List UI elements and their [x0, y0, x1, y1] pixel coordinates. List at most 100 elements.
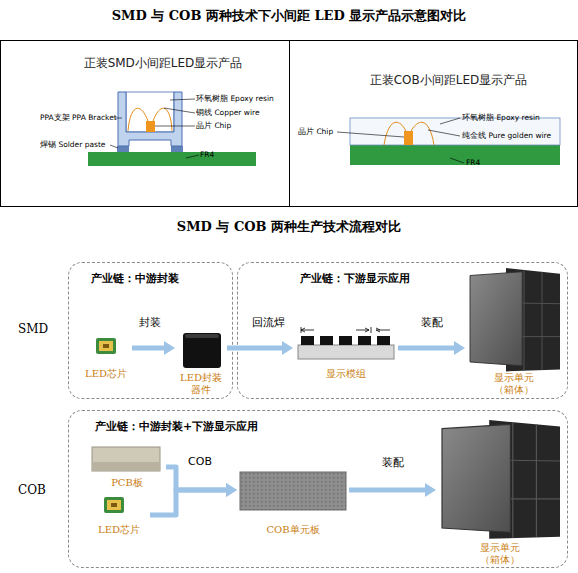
flow-item: LED芯片 — [80, 335, 132, 380]
callout-label: 环氧树脂 Epoxy resin — [196, 94, 274, 104]
box-heading: 产业链：下游显示应用 — [238, 263, 567, 286]
flow-arrow — [150, 483, 237, 515]
flow-arrow — [166, 467, 237, 497]
leader-line — [428, 130, 460, 136]
callout-label: FR4 — [466, 158, 480, 167]
flow-item: 显示模组 — [293, 318, 398, 380]
leader-line — [450, 158, 464, 163]
chain-group: 产业链：中游封装+下游显示应用 PCB板 LED芯片 COB单元板显示单元 （箱体） — [68, 410, 568, 568]
item-caption: LED芯片 — [85, 368, 127, 380]
item-caption: 显示单元 （箱体） — [480, 542, 520, 566]
copper-wire — [128, 108, 148, 131]
module-led — [320, 336, 333, 345]
fr4-board — [88, 152, 256, 166]
gold-wire — [411, 122, 434, 145]
led-chip-icon — [107, 500, 121, 510]
edge-label: 装配 — [421, 315, 443, 330]
led-package — [183, 333, 221, 368]
box-heading: 产业链：中游封装+下游显示应用 — [69, 411, 567, 434]
arrow-head — [454, 341, 465, 355]
leader-line — [337, 132, 404, 137]
product-panel: 正装SMD小间距LED显示产品 — [0, 40, 290, 207]
arrow-shaft — [150, 490, 227, 515]
led-package — [185, 334, 219, 338]
arrow-head — [164, 341, 175, 355]
arrow-shaft — [349, 488, 426, 493]
item-caption: PCB板 — [111, 477, 143, 489]
fr4-board — [350, 145, 560, 165]
callout-label: PPA支架 PPA Bracket — [40, 113, 117, 123]
pcb-image — [92, 462, 160, 471]
module-board — [298, 345, 394, 359]
epoxy-resin — [350, 118, 560, 145]
leader-line — [164, 108, 195, 113]
flow-item: 显示单元 （箱体） — [436, 416, 564, 566]
led-chip-icon — [96, 338, 116, 354]
led-chip-icon — [103, 344, 109, 348]
flow-arrow — [349, 483, 436, 497]
arrow-head — [282, 341, 293, 355]
flow-arrow — [398, 341, 465, 355]
box-heading: 正装SMD小间距LED显示产品 — [1, 41, 289, 72]
arrow-shaft — [398, 346, 455, 351]
led-chip-icon — [111, 503, 117, 507]
arrow-shaft — [166, 467, 227, 490]
edge-label: COB — [188, 455, 212, 468]
arrow-head — [226, 483, 237, 497]
diagram-title: SMD 与 COB 两种技术下小间距 LED 显示产品示意图对比 — [0, 7, 578, 25]
leader-line — [440, 118, 460, 124]
item-caption: LED芯片 — [98, 524, 140, 536]
flow-item: LED封装 器件 — [175, 330, 227, 396]
row-label: SMD — [18, 322, 48, 336]
flow-arrow — [132, 341, 175, 355]
box-heading: 产业链：中游封装 — [69, 263, 232, 286]
spacing-mark — [376, 328, 390, 332]
flow-item: COB单元板 — [237, 468, 349, 536]
arrow-head — [425, 483, 436, 497]
box-heading: 正装COB小间距LED显示产品 — [290, 41, 577, 89]
item-caption: COB单元板 — [266, 524, 319, 536]
flow-item: 显示单元 （箱体） — [465, 266, 563, 396]
callout-label: 铜线 Copper wire — [196, 108, 260, 118]
leader-line — [186, 155, 199, 158]
callout-label: 晶片 Chip — [298, 127, 333, 137]
leader-line — [170, 99, 195, 100]
arrow-shaft — [227, 346, 283, 351]
chain-group: 产业链：中游封装 LED芯片 LED封装 器件 — [68, 262, 233, 399]
arrow-head — [226, 483, 237, 497]
callout-label: FR4 — [200, 150, 214, 159]
led-chip — [404, 131, 413, 145]
led-chip — [146, 121, 155, 132]
leader-line — [110, 145, 118, 148]
flow-item: LED芯片 — [88, 494, 150, 536]
edge-label: 装配 — [382, 455, 404, 470]
section-title: SMD 与 COB 两种生产技术流程对比 — [0, 218, 578, 236]
cob-board-image — [240, 472, 346, 510]
spacing-mark — [301, 327, 314, 333]
edge-label: 回流焊 — [252, 315, 285, 330]
module-led — [339, 336, 352, 345]
led-chip-icon — [99, 341, 113, 351]
callout-label: 晶片 Chip — [196, 121, 231, 131]
copper-wire — [153, 108, 172, 131]
callout-label: 焊锡 Solder paste — [40, 140, 105, 150]
edge-label: 封装 — [139, 315, 161, 330]
module-led — [377, 336, 390, 345]
item-caption: 显示模组 — [326, 368, 366, 380]
cabinet-image — [470, 268, 560, 371]
arrow-shaft — [132, 346, 165, 351]
row-label: COB — [18, 483, 46, 497]
solder-paste — [117, 146, 129, 152]
callout-label: 环氧树脂 Epoxy resin — [462, 113, 540, 123]
item-caption: 显示单元 （箱体） — [494, 372, 534, 396]
chain-group: 产业链：下游显示应用显示模组 显示单元 （箱体） — [237, 262, 568, 399]
pcb-image — [92, 447, 160, 471]
spacing-mark — [356, 327, 371, 333]
flow-item: PCB板 — [88, 445, 166, 489]
solder-paste — [171, 146, 183, 152]
callout-label: 纯金线 Pure golden wire — [462, 131, 551, 141]
module-led — [358, 336, 371, 345]
led-chip-icon — [104, 497, 124, 513]
module-led — [301, 336, 314, 345]
